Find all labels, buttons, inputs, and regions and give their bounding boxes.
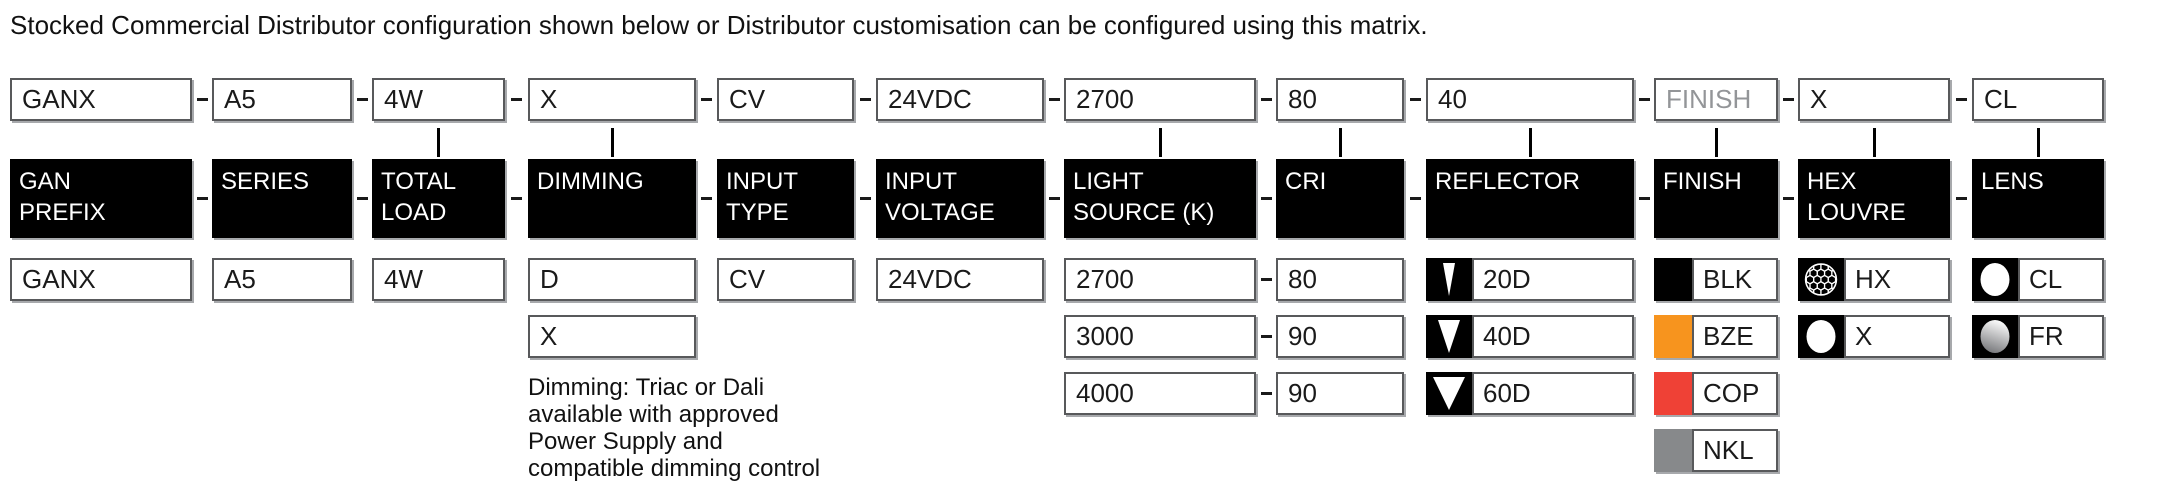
hyphen-connector xyxy=(511,98,522,101)
connector-line xyxy=(1159,128,1162,157)
option-finish-bze: BZE xyxy=(1654,315,1778,358)
hyphen-connector xyxy=(860,98,871,101)
dimming-note: Dimming: Triac or Dali available with ap… xyxy=(528,374,821,482)
option-series: A5 xyxy=(212,258,352,301)
connector-line xyxy=(1529,128,1532,157)
connector-line xyxy=(1873,128,1876,157)
part-code-total-load: 4W xyxy=(372,78,505,121)
connector-line xyxy=(611,128,614,157)
hyphen-connector xyxy=(1261,197,1272,200)
header-finish: FINISH xyxy=(1654,159,1778,238)
header-hex-louvre: HEX LOUVRE xyxy=(1798,159,1950,238)
part-code-input-type: CV xyxy=(717,78,854,121)
header-gan-prefix: GAN PREFIX xyxy=(10,159,192,238)
hyphen-connector xyxy=(1410,197,1421,200)
option-reflector-40d: 40D xyxy=(1426,315,1634,358)
hyphen-connector xyxy=(1783,197,1794,200)
connector-line xyxy=(1339,128,1342,157)
option-input-voltage: 24VDC xyxy=(876,258,1044,301)
option-dimming-d: D xyxy=(528,258,696,301)
finish-swatch-black xyxy=(1654,258,1692,301)
hyphen-connector xyxy=(860,197,871,200)
hyphen-connector xyxy=(1783,98,1794,101)
hyphen-connector xyxy=(1410,98,1421,101)
header-input-type: INPUT TYPE xyxy=(717,159,854,238)
hyphen-connector xyxy=(1639,98,1650,101)
hyphen-connector xyxy=(1261,278,1272,281)
part-code-hex-louvre: X xyxy=(1798,78,1950,121)
header-lens: LENS xyxy=(1972,159,2104,238)
part-code-cri: 80 xyxy=(1276,78,1404,121)
option-reflector-20d: 20D xyxy=(1426,258,1634,301)
finish-swatch-nickel xyxy=(1654,429,1692,472)
option-finish-nkl: NKL xyxy=(1654,429,1778,472)
option-light-source-3000: 3000 xyxy=(1064,315,1256,358)
option-hex-louvre-x: X xyxy=(1798,315,1950,358)
option-finish-blk: BLK xyxy=(1654,258,1778,301)
hyphen-connector xyxy=(197,98,208,101)
hyphen-connector xyxy=(1956,197,1967,200)
hex-mesh-icon xyxy=(1798,258,1844,301)
part-code-finish-placeholder: FINISH xyxy=(1654,78,1778,121)
finish-swatch-bronze xyxy=(1654,315,1692,358)
page-title: Stocked Commercial Distributor configura… xyxy=(10,10,1428,40)
header-total-load: TOTAL LOAD xyxy=(372,159,505,238)
option-gan-prefix: GANX xyxy=(10,258,192,301)
option-cri-80: 80 xyxy=(1276,258,1404,301)
header-dimming: DIMMING xyxy=(528,159,696,238)
option-reflector-60d: 60D xyxy=(1426,372,1634,415)
connector-line xyxy=(437,128,440,157)
option-hex-louvre-hx: HX xyxy=(1798,258,1950,301)
hyphen-connector xyxy=(1261,392,1272,395)
option-dimming-x: X xyxy=(528,315,696,358)
header-series: SERIES xyxy=(212,159,352,238)
part-code-dimming: X xyxy=(528,78,696,121)
option-light-source-2700: 2700 xyxy=(1064,258,1256,301)
part-code-light-source: 2700 xyxy=(1064,78,1256,121)
part-code-gan-prefix: GANX xyxy=(10,78,192,121)
part-code-input-voltage: 24VDC xyxy=(876,78,1044,121)
option-total-load: 4W xyxy=(372,258,505,301)
frosted-circle-icon xyxy=(1972,315,2018,358)
header-light-source: LIGHT SOURCE (K) xyxy=(1064,159,1256,238)
hyphen-connector xyxy=(1261,98,1272,101)
hyphen-connector xyxy=(701,197,712,200)
beam-angle-20d-icon xyxy=(1426,258,1472,301)
hyphen-connector xyxy=(197,197,208,200)
connector-line xyxy=(1715,128,1718,157)
plain-circle-icon xyxy=(1798,315,1844,358)
part-code-reflector: 40 xyxy=(1426,78,1634,121)
clear-circle-icon xyxy=(1972,258,2018,301)
beam-angle-60d-icon xyxy=(1426,372,1472,415)
hyphen-connector xyxy=(511,197,522,200)
option-input-type: CV xyxy=(717,258,854,301)
header-input-voltage: INPUT VOLTAGE xyxy=(876,159,1044,238)
option-cri-90b: 90 xyxy=(1276,372,1404,415)
hyphen-connector xyxy=(701,98,712,101)
hyphen-connector xyxy=(357,98,368,101)
option-cri-90: 90 xyxy=(1276,315,1404,358)
connector-line xyxy=(2037,128,2040,157)
hyphen-connector xyxy=(1049,197,1060,200)
finish-swatch-copper xyxy=(1654,372,1692,415)
beam-angle-40d-icon xyxy=(1426,315,1472,358)
header-cri: CRI xyxy=(1276,159,1404,238)
hyphen-connector xyxy=(1956,98,1967,101)
part-code-lens: CL xyxy=(1972,78,2104,121)
option-lens-cl: CL xyxy=(1972,258,2104,301)
hyphen-connector xyxy=(1639,197,1650,200)
option-finish-cop: COP xyxy=(1654,372,1778,415)
option-lens-fr: FR xyxy=(1972,315,2104,358)
hyphen-connector xyxy=(357,197,368,200)
option-light-source-4000: 4000 xyxy=(1064,372,1256,415)
hyphen-connector xyxy=(1049,98,1060,101)
hyphen-connector xyxy=(1261,335,1272,338)
part-code-series: A5 xyxy=(212,78,352,121)
header-reflector: REFLECTOR xyxy=(1426,159,1634,238)
